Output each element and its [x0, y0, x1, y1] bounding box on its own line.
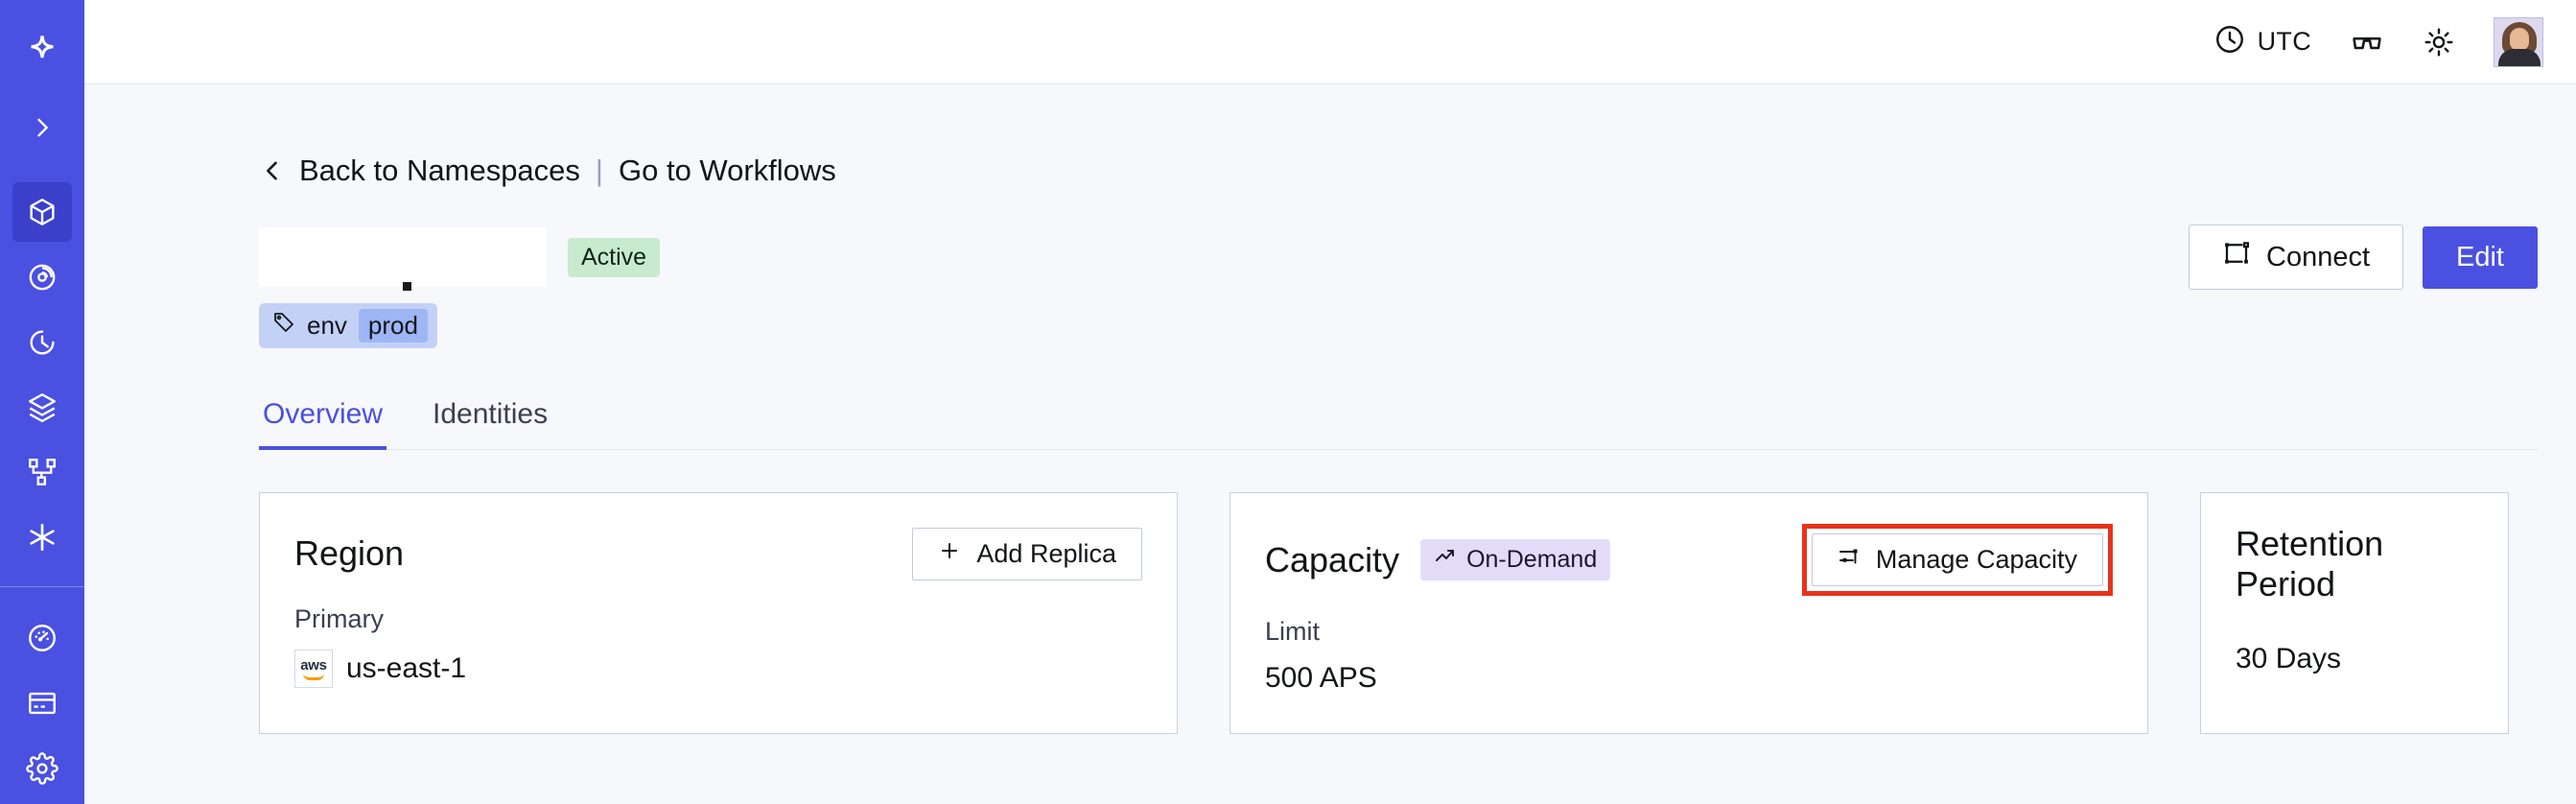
page-title	[259, 227, 547, 291]
region-card-header: Region Add Replica	[294, 524, 1142, 583]
capacity-mode-badge: On-Demand	[1420, 539, 1611, 580]
sliders-icon	[1838, 545, 1861, 575]
region-primary-label: Primary	[294, 604, 384, 633]
sidebar	[0, 0, 84, 804]
manage-capacity-button[interactable]: Manage Capacity	[1811, 533, 2103, 586]
sun-icon[interactable]	[2423, 26, 2455, 59]
edit-button[interactable]: Edit	[2423, 225, 2538, 289]
region-value-row: aws us-east-1	[294, 650, 1142, 688]
breadcrumb-separator: |	[595, 154, 603, 187]
tab-identities[interactable]: Identities	[433, 398, 549, 430]
sidebar-item-namespaces[interactable]	[12, 181, 72, 242]
aws-logo-icon: aws	[294, 650, 333, 688]
region-card-action: Add Replica	[912, 527, 1142, 580]
plus-icon	[938, 539, 961, 569]
region-card: Region Add Replica	[259, 492, 1178, 734]
capacity-mode-label: On-Demand	[1466, 546, 1598, 573]
connector-icon	[2222, 239, 2251, 275]
breadcrumb-back-link[interactable]: Back to Namespaces	[299, 154, 580, 187]
tab-bar: Overview Identities	[259, 398, 2538, 450]
sidebar-item-history[interactable]	[12, 313, 72, 372]
capacity-value: 500 APS	[1265, 662, 1377, 694]
tag-row: env prod	[259, 303, 2538, 348]
tab-overview[interactable]: Overview	[259, 398, 387, 450]
breadcrumb: Back to Namespaces | Go to Workflows	[259, 154, 2538, 188]
connect-button[interactable]: Connect	[2189, 225, 2404, 290]
title-row: Active	[259, 225, 2538, 291]
retention-card: Retention Period 30 Days	[2200, 492, 2509, 734]
connect-label: Connect	[2266, 241, 2371, 272]
timezone-label: UTC	[2257, 27, 2311, 56]
tag-icon	[272, 311, 295, 341]
capacity-card: Capacity On-Demand	[1229, 492, 2148, 734]
capacity-card-action: Manage Capacity	[1801, 524, 2113, 596]
overview-cards: Region Add Replica	[259, 492, 2538, 734]
manage-capacity-label: Manage Capacity	[1875, 545, 2077, 574]
retention-value: 30 Days	[2236, 643, 2342, 674]
temporal-star-logo-icon[interactable]	[12, 21, 72, 81]
capacity-limit-label: Limit	[1265, 617, 1321, 646]
annotation-highlight: Manage Capacity	[1801, 524, 2113, 596]
sidebar-item-settings[interactable]	[12, 739, 72, 798]
title-actions: Connect Edit	[2189, 225, 2538, 290]
chevron-left-icon[interactable]	[259, 157, 286, 184]
main-pane: UTC	[84, 0, 2576, 804]
region-card-title: Region	[294, 533, 405, 573]
tag-value: prod	[358, 309, 428, 343]
sidebar-item-billing[interactable]	[12, 674, 72, 733]
clock-icon	[2213, 23, 2246, 60]
region-value: us-east-1	[346, 652, 467, 684]
timezone-selector[interactable]: UTC	[2213, 23, 2311, 60]
tag-key: env	[307, 311, 347, 340]
avatar-face	[2510, 27, 2529, 51]
glasses-icon[interactable]	[2350, 25, 2384, 59]
avatar-body	[2498, 48, 2541, 66]
breadcrumb-workflows-link[interactable]: Go to Workflows	[618, 154, 836, 187]
sidebar-item-observability[interactable]	[12, 248, 72, 307]
capacity-card-title: Capacity	[1265, 539, 1400, 579]
add-replica-button[interactable]: Add Replica	[912, 527, 1142, 580]
sidebar-item-usage[interactable]	[12, 608, 72, 668]
retention-card-header: Retention Period	[2236, 524, 2473, 604]
capacity-card-header: Capacity On-Demand	[1265, 524, 2113, 596]
trending-up-icon	[1434, 545, 1457, 575]
retention-card-title: Retention Period	[2236, 524, 2384, 603]
sidebar-item-integrations[interactable]	[12, 508, 72, 567]
status-badge: Active	[568, 237, 661, 277]
sidebar-item-layers[interactable]	[12, 378, 72, 437]
sidebar-item-workflows[interactable]	[12, 442, 72, 502]
sidebar-divider	[0, 586, 84, 588]
content-area: Back to Namespaces | Go to Workflows Act…	[84, 84, 2576, 804]
user-avatar[interactable]	[2494, 16, 2543, 67]
namespace-tag[interactable]: env prod	[259, 303, 437, 348]
edit-label: Edit	[2456, 241, 2504, 272]
add-replica-label: Add Replica	[976, 538, 1116, 568]
sidebar-expand-button[interactable]	[12, 98, 72, 157]
top-bar: UTC	[84, 0, 2576, 84]
